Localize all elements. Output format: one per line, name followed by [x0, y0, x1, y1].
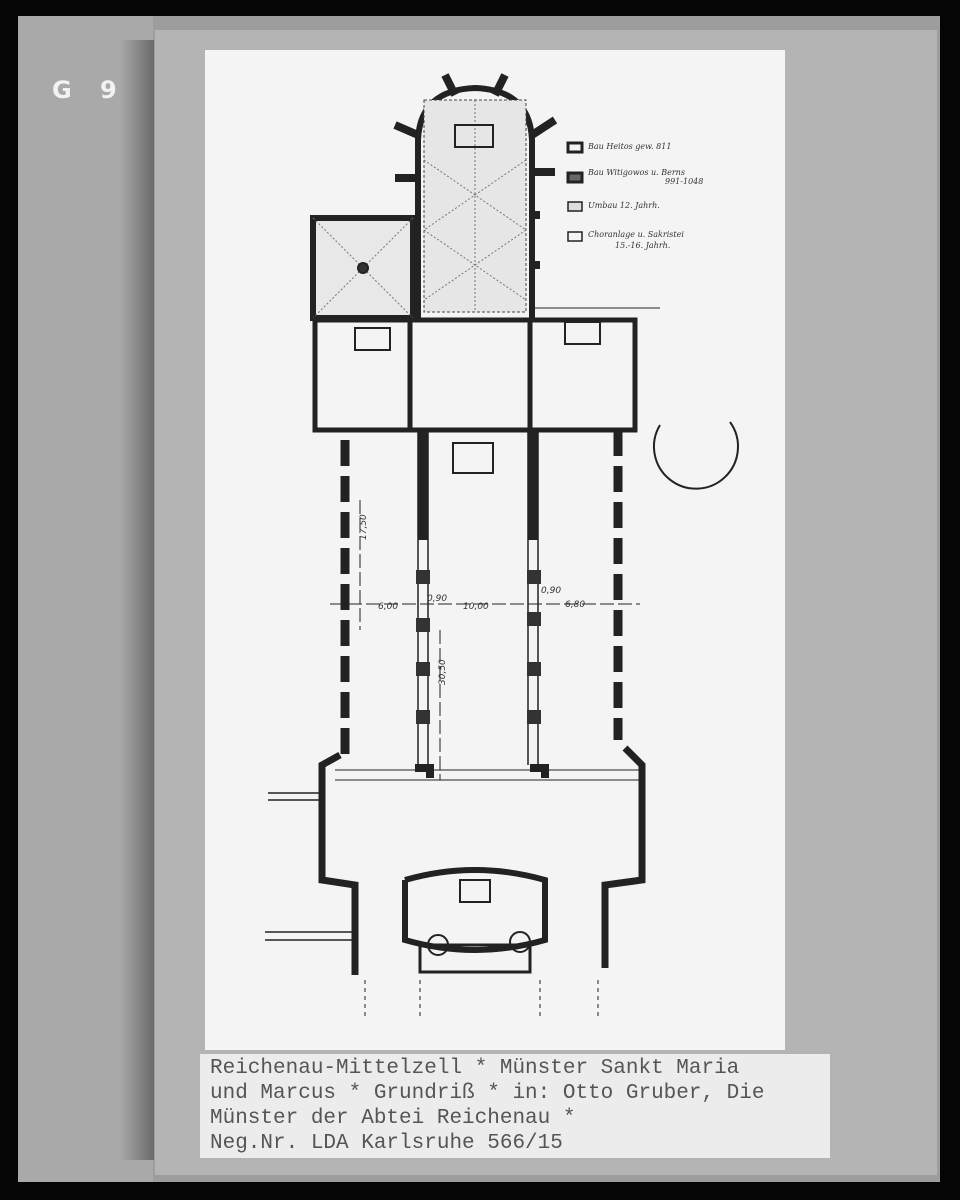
mount-shadow — [120, 40, 154, 1160]
legend-item: Bau Heitos gew. 811 — [588, 142, 672, 151]
caption-line: Reichenau-Mittelzell * Münster Sankt Mar… — [210, 1057, 740, 1080]
west-apse — [402, 867, 548, 953]
dim-south-aisle-width: 6,80 — [565, 600, 585, 610]
dim-pier-north: 0,90 — [427, 594, 447, 604]
dim-north-aisle-width: 6,00 — [378, 602, 398, 612]
legend-date: 991-1048 — [665, 177, 704, 186]
east-transept — [312, 317, 638, 433]
legend-date: 15.-16. Jahrh. — [615, 241, 671, 250]
caption-line: Münster der Abtei Reichenau * — [210, 1107, 576, 1130]
legend-swatches — [566, 141, 584, 242]
nave-piers — [416, 570, 541, 724]
legend-item: Umbau 12. Jahrh. — [588, 201, 660, 210]
caption-label: Reichenau-Mittelzell * Münster Sankt Mar… — [200, 1054, 830, 1158]
dim-nave-length: 30,50 — [438, 659, 448, 685]
dim-pier-south: 0,90 — [541, 586, 561, 596]
dim-nave-width: 10,00 — [463, 602, 489, 612]
west-transept — [318, 745, 646, 975]
round-chapel — [653, 421, 739, 490]
caption-line: und Marcus * Grundriß * in: Otto Gruber,… — [210, 1082, 765, 1105]
caption-line: Neg.Nr. LDA Karlsruhe 566/15 — [210, 1132, 563, 1155]
choir-apse-wall — [415, 84, 535, 318]
card-index-label: G 9 — [52, 76, 127, 104]
dim-aisle-length: 17,50 — [359, 514, 369, 540]
legend-item: Bau Witigowos u. Berns — [588, 168, 685, 177]
legend-item: Choranlage u. Sakristei — [588, 230, 684, 239]
